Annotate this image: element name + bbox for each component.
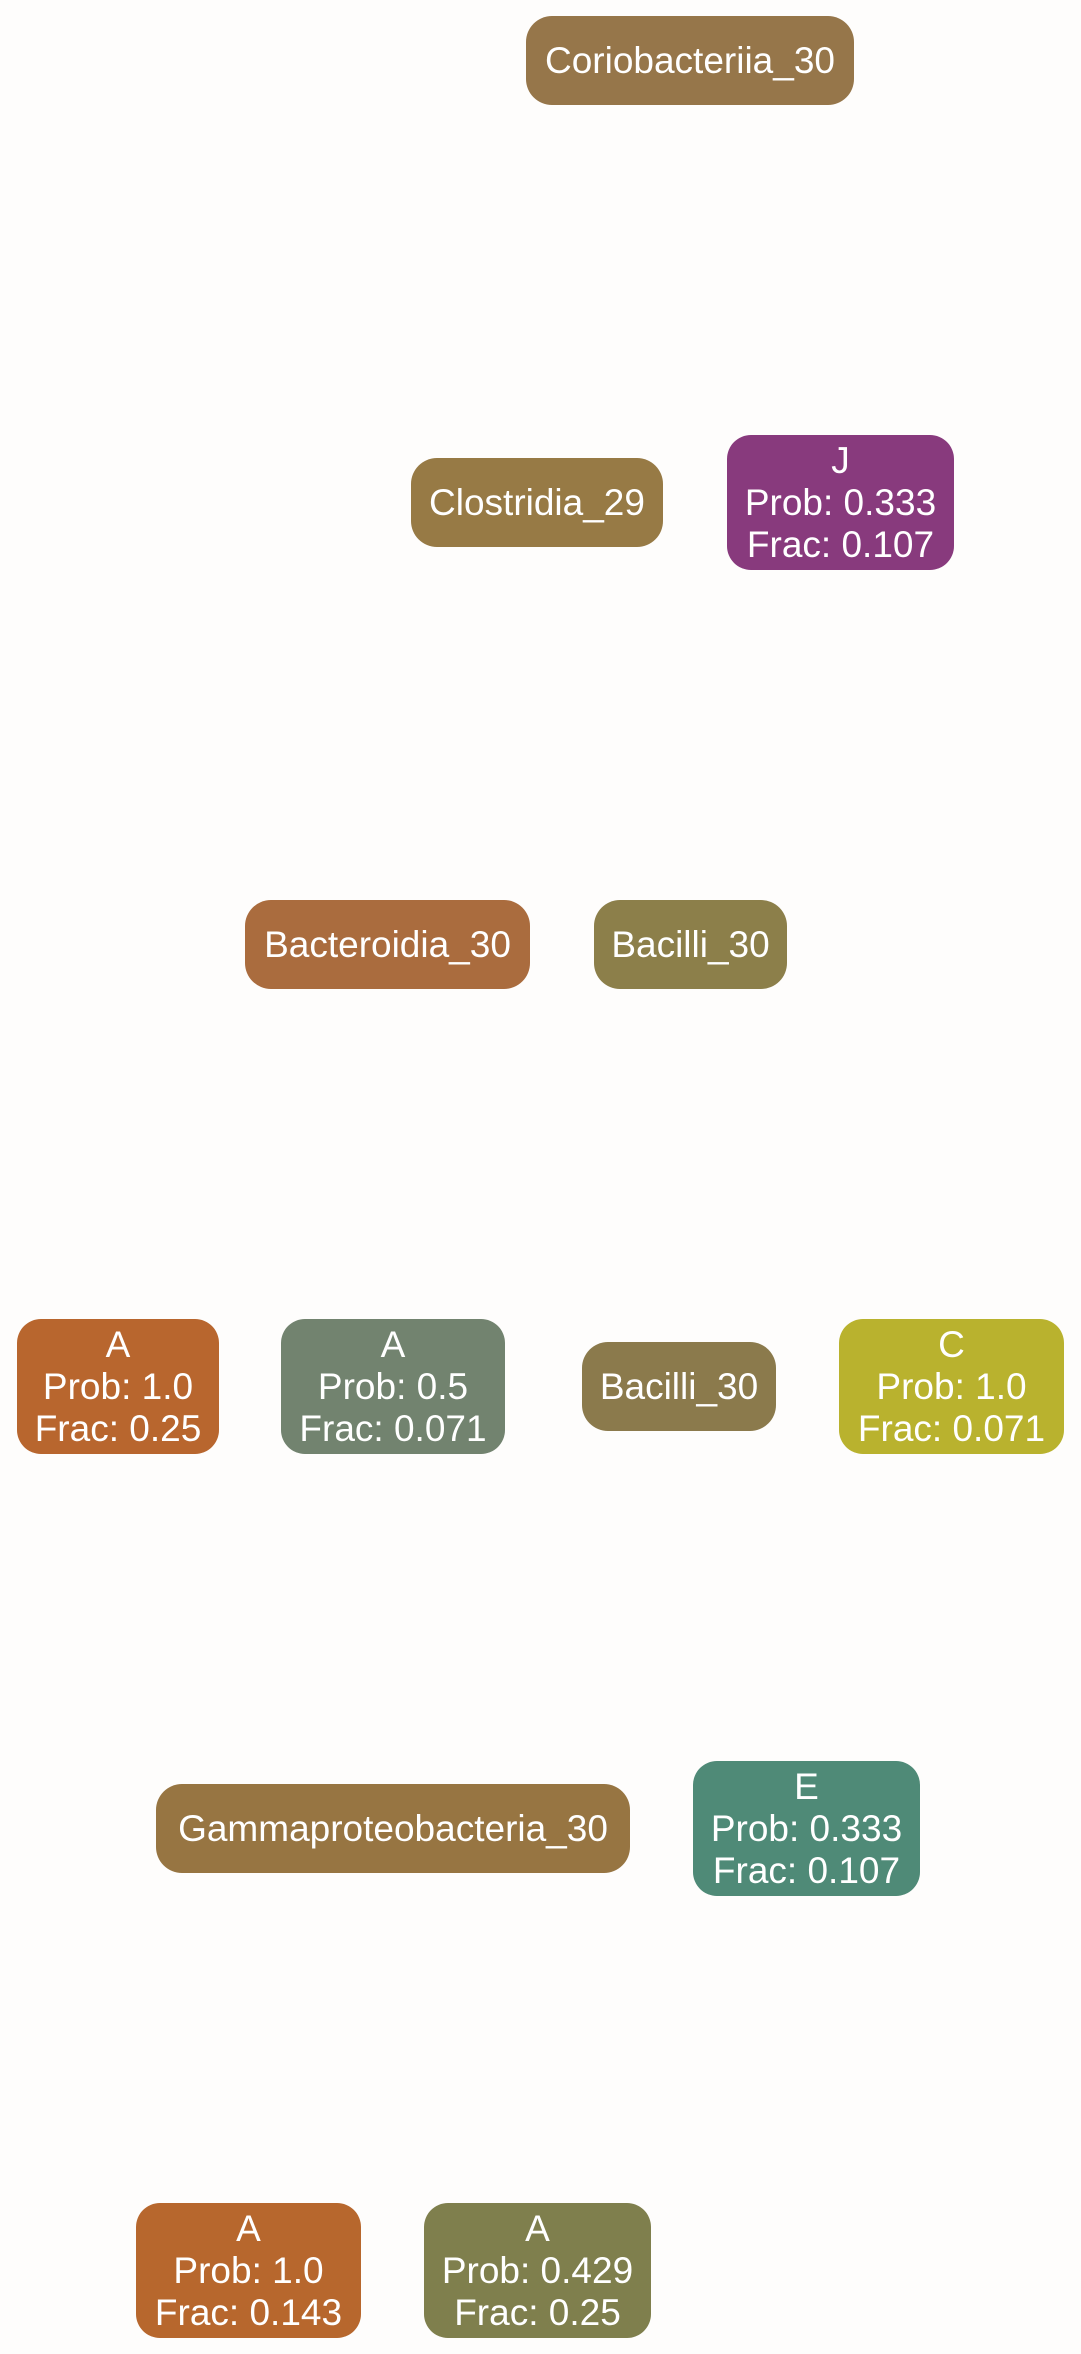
node-label: Bacilli_30 [611, 923, 770, 965]
leaf-frac: Frac: 0.107 [712, 1849, 901, 1891]
node-label: Clostridia_29 [429, 481, 645, 523]
leaf-label: J [831, 439, 850, 481]
node-label: Bacteroidia_30 [264, 923, 511, 965]
node-clostridia: Clostridia_29 [411, 458, 663, 547]
leaf-frac: Frac: 0.071 [299, 1407, 487, 1449]
leaf-frac: Frac: 0.25 [34, 1407, 202, 1449]
node-label: Bacilli_30 [599, 1365, 759, 1407]
leaf-prob: Prob: 1.0 [173, 2249, 324, 2291]
leaf-label: A [525, 2207, 550, 2249]
leaf-frac: Frac: 0.107 [746, 523, 935, 565]
node-bacilli-upper: Bacilli_30 [594, 900, 787, 989]
leaf-label: E [794, 1765, 819, 1807]
leaf-label: C [938, 1323, 965, 1365]
node-bacteroidia: Bacteroidia_30 [245, 900, 530, 989]
leaf-prob: Prob: 1.0 [876, 1365, 1027, 1407]
leaf-node-a-2: A Prob: 0.5 Frac: 0.071 [281, 1319, 505, 1454]
leaf-label: A [105, 1323, 131, 1365]
leaf-node-a-1: A Prob: 1.0 Frac: 0.25 [17, 1319, 219, 1454]
leaf-prob: Prob: 1.0 [42, 1365, 194, 1407]
leaf-frac: Frac: 0.071 [857, 1407, 1046, 1449]
leaf-label: A [380, 1323, 406, 1365]
leaf-prob: Prob: 0.5 [317, 1365, 469, 1407]
leaf-node-a-4: A Prob: 0.429 Frac: 0.25 [424, 2203, 651, 2338]
node-bacilli-lower: Bacilli_30 [582, 1342, 776, 1431]
leaf-node-j: J Prob: 0.333 Frac: 0.107 [727, 435, 954, 570]
leaf-node-a-3: A Prob: 1.0 Frac: 0.143 [136, 2203, 361, 2338]
leaf-node-c: C Prob: 1.0 Frac: 0.071 [839, 1319, 1064, 1454]
leaf-label: A [236, 2207, 261, 2249]
node-gammaproteobacteria: Gammaproteobacteria_30 [156, 1784, 630, 1873]
node-label: Coriobacteriia_30 [544, 39, 835, 81]
leaf-prob: Prob: 0.333 [744, 481, 937, 523]
leaf-frac: Frac: 0.25 [454, 2291, 621, 2333]
leaf-prob: Prob: 0.429 [441, 2249, 634, 2291]
leaf-node-e: E Prob: 0.333 Frac: 0.107 [693, 1761, 920, 1896]
leaf-frac: Frac: 0.143 [154, 2291, 343, 2333]
node-label: Gammaproteobacteria_30 [178, 1807, 608, 1849]
leaf-prob: Prob: 0.333 [710, 1807, 903, 1849]
node-coriobacteriia: Coriobacteriia_30 [526, 16, 854, 105]
